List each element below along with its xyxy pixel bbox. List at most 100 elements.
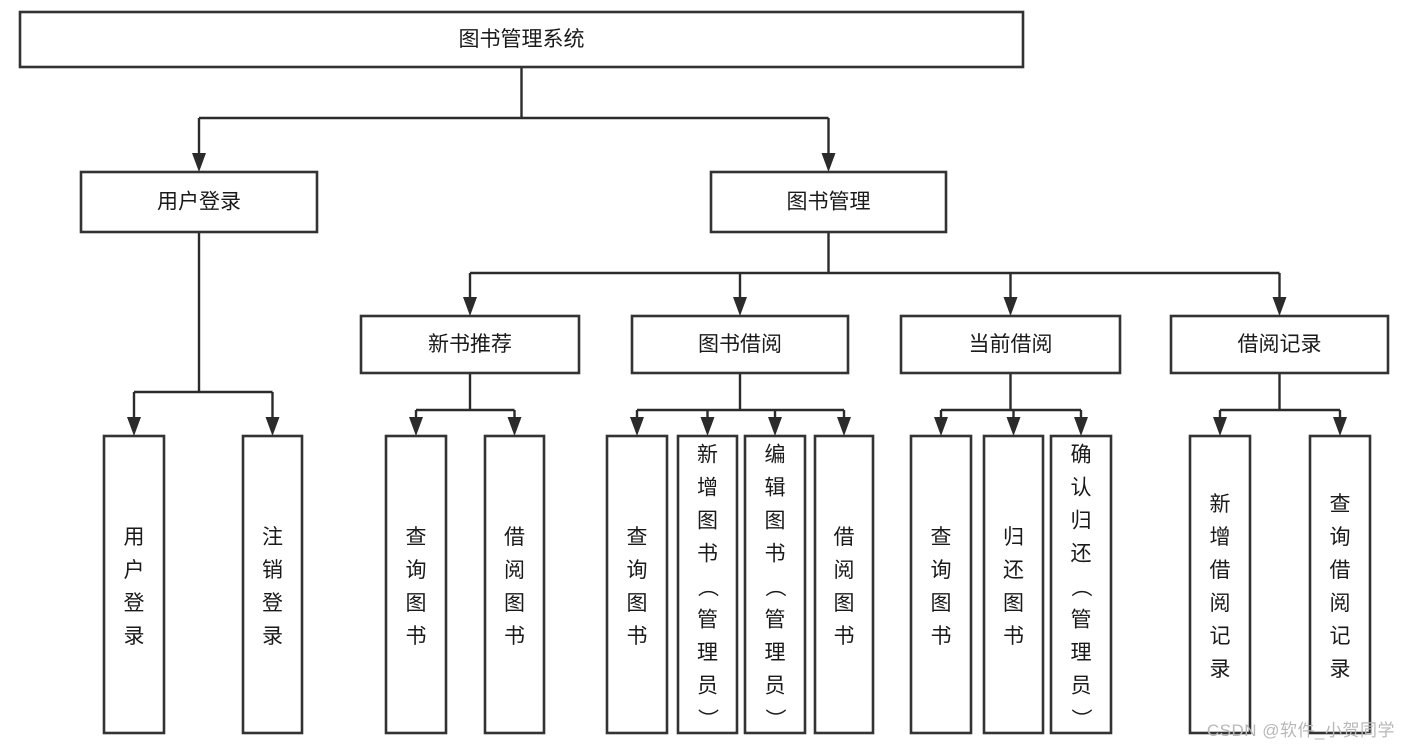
node-label-char: 理 bbox=[765, 642, 786, 665]
node-label-char: 录 bbox=[124, 625, 145, 648]
node-box-rect bbox=[813, 434, 875, 735]
connector-arrowhead bbox=[192, 153, 206, 172]
node-label-char: 询 bbox=[1330, 526, 1351, 549]
node-label-char: 管 bbox=[1071, 609, 1092, 632]
node-level2-1[interactable]: 图书借阅 bbox=[630, 314, 850, 375]
node-label-char: 归 bbox=[1003, 526, 1024, 549]
node-label-char: 询 bbox=[931, 559, 952, 582]
node-box-rect bbox=[102, 434, 166, 735]
node-label-char: 图 bbox=[627, 592, 648, 615]
node-label-char: 借 bbox=[504, 526, 525, 549]
node-label-char: 员 bbox=[1071, 675, 1092, 698]
node-label-char: 理 bbox=[697, 642, 718, 665]
node-label-char: 借 bbox=[834, 526, 855, 549]
connector-arrowhead bbox=[1333, 417, 1347, 436]
node-label-char: 书 bbox=[931, 625, 952, 648]
node-level2-0[interactable]: 新书推荐 bbox=[359, 314, 581, 375]
node-leaf-0[interactable]: 用户登录 bbox=[102, 434, 166, 735]
node-label-char: 查 bbox=[627, 526, 648, 549]
node-label-char: 书 bbox=[697, 543, 718, 566]
node-label-char: 阅 bbox=[834, 559, 855, 582]
node-label-char: 录 bbox=[1210, 658, 1231, 681]
node-label-char: 注 bbox=[262, 526, 283, 549]
node-box-rect bbox=[18, 10, 1025, 69]
node-label-char: 确 bbox=[1071, 444, 1092, 467]
node-label: 新书推荐 bbox=[428, 333, 512, 356]
node-label-char: 借 bbox=[1210, 559, 1231, 582]
node-label-char: 还 bbox=[1003, 559, 1024, 582]
node-label-char: 图 bbox=[931, 592, 952, 615]
node-label-char: 用 bbox=[124, 526, 145, 549]
node-label-char: 新 bbox=[1210, 493, 1231, 516]
node-label-char: （ bbox=[696, 576, 719, 597]
connector-arrowhead bbox=[127, 417, 141, 436]
connector-arrowhead bbox=[1213, 417, 1227, 436]
node-label-char: 记 bbox=[1330, 625, 1351, 648]
connector-arrowhead bbox=[934, 417, 948, 436]
node-label-char: 书 bbox=[627, 625, 648, 648]
node-label-char: 查 bbox=[406, 526, 427, 549]
connector-arrowhead bbox=[1272, 297, 1287, 316]
node-label-char: 书 bbox=[1003, 625, 1024, 648]
node-label-char: 书 bbox=[504, 625, 525, 648]
node-box-rect bbox=[359, 314, 581, 375]
node-label-char: 编 bbox=[765, 444, 786, 467]
node-level2-2[interactable]: 当前借阅 bbox=[899, 314, 1122, 375]
node-label-char: 理 bbox=[1071, 642, 1092, 665]
node-label-char: 借 bbox=[1330, 559, 1351, 582]
node-level2-3[interactable]: 借阅记录 bbox=[1169, 314, 1390, 375]
node-label-char: ） bbox=[763, 708, 786, 729]
node-label: 图书管理系统 bbox=[459, 28, 585, 51]
node-label-char: 询 bbox=[627, 559, 648, 582]
node-label-char: 阅 bbox=[1210, 592, 1231, 615]
connector-arrowhead bbox=[1074, 417, 1088, 436]
node-label-char: （ bbox=[763, 576, 786, 597]
node-label-char: 增 bbox=[1210, 526, 1231, 549]
node-box-rect bbox=[1188, 434, 1252, 735]
node-box-rect bbox=[483, 434, 546, 735]
node-label-char: 管 bbox=[697, 609, 718, 632]
node-label-char: 查 bbox=[931, 526, 952, 549]
connector-arrowhead bbox=[507, 417, 522, 436]
node-root[interactable]: 图书管理系统 bbox=[18, 10, 1025, 69]
node-level1-1[interactable]: 图书管理 bbox=[709, 170, 948, 234]
node-label-char: 图 bbox=[406, 592, 427, 615]
node-label-char: 员 bbox=[765, 675, 786, 698]
node-label-char: ） bbox=[696, 708, 719, 729]
node-label-char: 录 bbox=[262, 625, 283, 648]
node-box-rect bbox=[982, 434, 1045, 735]
connector-arrowhead bbox=[630, 417, 644, 436]
node-label-char: 新 bbox=[697, 444, 718, 467]
connector-arrowhead bbox=[1006, 417, 1021, 436]
node-label-char: ） bbox=[1069, 708, 1092, 729]
node-label-char: 阅 bbox=[504, 559, 525, 582]
node-level1-0[interactable]: 用户登录 bbox=[79, 170, 319, 234]
node-label-char: 图 bbox=[834, 592, 855, 615]
node-label-char: 登 bbox=[124, 592, 145, 615]
node-label-char: 归 bbox=[1071, 510, 1092, 533]
node-box-rect bbox=[709, 170, 948, 234]
node-box-rect bbox=[1049, 434, 1113, 735]
connector-arrowhead bbox=[733, 297, 747, 316]
connector-arrowhead bbox=[700, 417, 715, 436]
connector-arrowhead bbox=[409, 417, 423, 436]
node-label: 用户登录 bbox=[157, 191, 241, 214]
node-label-char: 认 bbox=[1071, 477, 1092, 500]
node-box-rect bbox=[899, 314, 1122, 375]
node-label-char: 员 bbox=[697, 675, 718, 698]
node-label-char: 户 bbox=[124, 559, 145, 582]
connector-layer bbox=[127, 67, 1347, 436]
